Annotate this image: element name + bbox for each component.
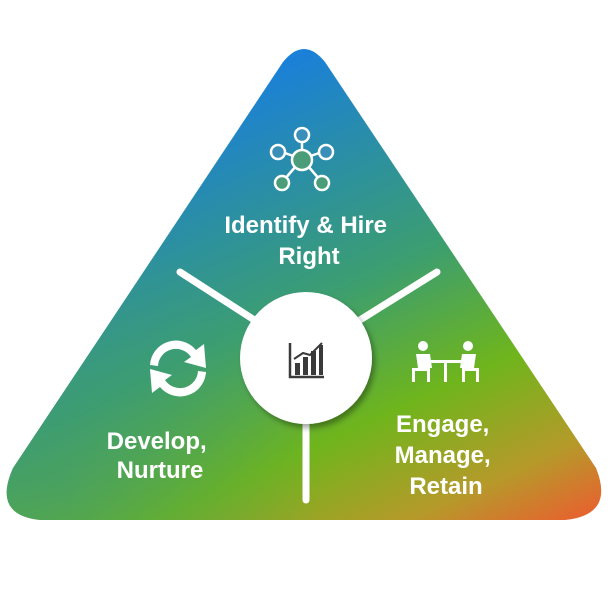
label-engage-line2: Manage, — [395, 442, 491, 469]
triangle-left-tint — [6, 49, 602, 520]
network-people-icon — [269, 126, 335, 192]
label-engage-line1: Engage, — [396, 411, 489, 438]
divider-right — [356, 268, 441, 324]
bar-chart-icon — [288, 342, 324, 379]
label-engage-line3: Retain — [409, 473, 482, 500]
label-develop-nurture-line2: Nurture — [117, 457, 204, 484]
meeting-table-icon — [412, 341, 479, 382]
label-identify-hire: Identify & Hire Right — [224, 212, 393, 270]
label-identify-hire-line2: Right — [278, 243, 339, 270]
label-identify-hire-line1: Identify & Hire — [224, 212, 387, 239]
label-develop-nurture: Develop, Nurture — [107, 428, 214, 484]
divider-left — [176, 268, 266, 329]
refresh-cycle-icon — [150, 340, 206, 397]
label-develop-nurture-line1: Develop, — [107, 428, 207, 455]
divider-spokes — [176, 268, 441, 504]
label-engage-manage-retain: Engage, Manage, Retain — [395, 411, 498, 500]
